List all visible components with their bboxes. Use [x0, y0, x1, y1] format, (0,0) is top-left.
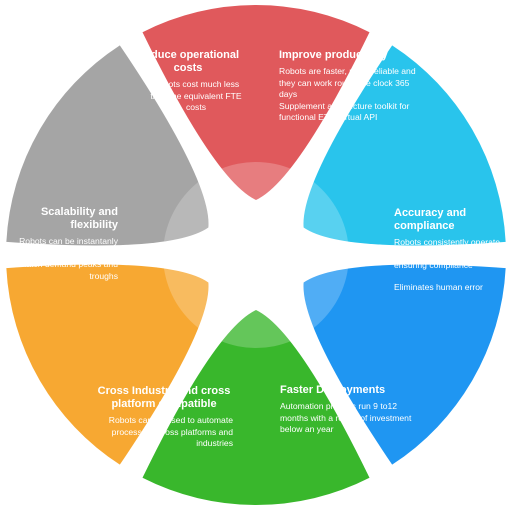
segment-title: Improve productivity	[279, 49, 388, 61]
shuffle-icon	[163, 247, 181, 261]
segment-title: Reduce operational costs	[136, 49, 240, 74]
center-ring	[163, 162, 349, 348]
segment-extra: Eliminates human error	[394, 281, 483, 292]
segment-accuracy: Accuracy and compliance Robots consisten…	[394, 207, 504, 293]
lightning-icon	[294, 321, 304, 339]
target-icon	[331, 244, 351, 264]
compress-arrows-icon	[205, 173, 221, 189]
segment-title: Faster Deployments	[280, 384, 386, 396]
segment-body: Robots are faster, more reliable and the…	[279, 66, 416, 99]
segment-scalability-petal	[6, 45, 209, 246]
segment-scalability: Scalability and flexibility Robots can b…	[12, 206, 118, 282]
segment-body: Automation projects run 9 to12 months wi…	[280, 401, 412, 434]
segment-productivity-petal	[303, 45, 506, 246]
segment-cross-industry-petal	[6, 264, 209, 465]
segment-reduce-cost-petal	[142, 4, 370, 200]
segment-accuracy-petal	[303, 264, 506, 465]
segment-deployments-petal	[142, 310, 370, 506]
segment-body: Robots consistently operate at 100% accu…	[394, 237, 501, 270]
plus-icon	[205, 324, 221, 340]
segment-deployments: Faster Deployments Automation projects r…	[280, 384, 420, 436]
segment-extra: Supplement architecture toolkit for func…	[279, 100, 410, 123]
segment-title: Scalability and flexibility	[40, 206, 118, 231]
segment-reduce-cost: Reduce operational costs Robots cost muc…	[128, 49, 248, 114]
segment-body: Robots can be used to automate processes…	[108, 415, 233, 448]
segment-productivity: Improve productivity Robots are faster, …	[279, 49, 419, 124]
segment-body: Robots can be instantanly scaled up and …	[19, 236, 118, 281]
segment-title: Cross Industry and cross platform compat…	[97, 385, 231, 410]
segment-body: Robots cost much less than the equivalen…	[150, 79, 242, 112]
segment-title: Accuracy and compliance	[394, 207, 467, 232]
segment-cross-industry: Cross Industry and cross platform compat…	[95, 385, 233, 450]
trending-up-icon	[289, 174, 306, 185]
